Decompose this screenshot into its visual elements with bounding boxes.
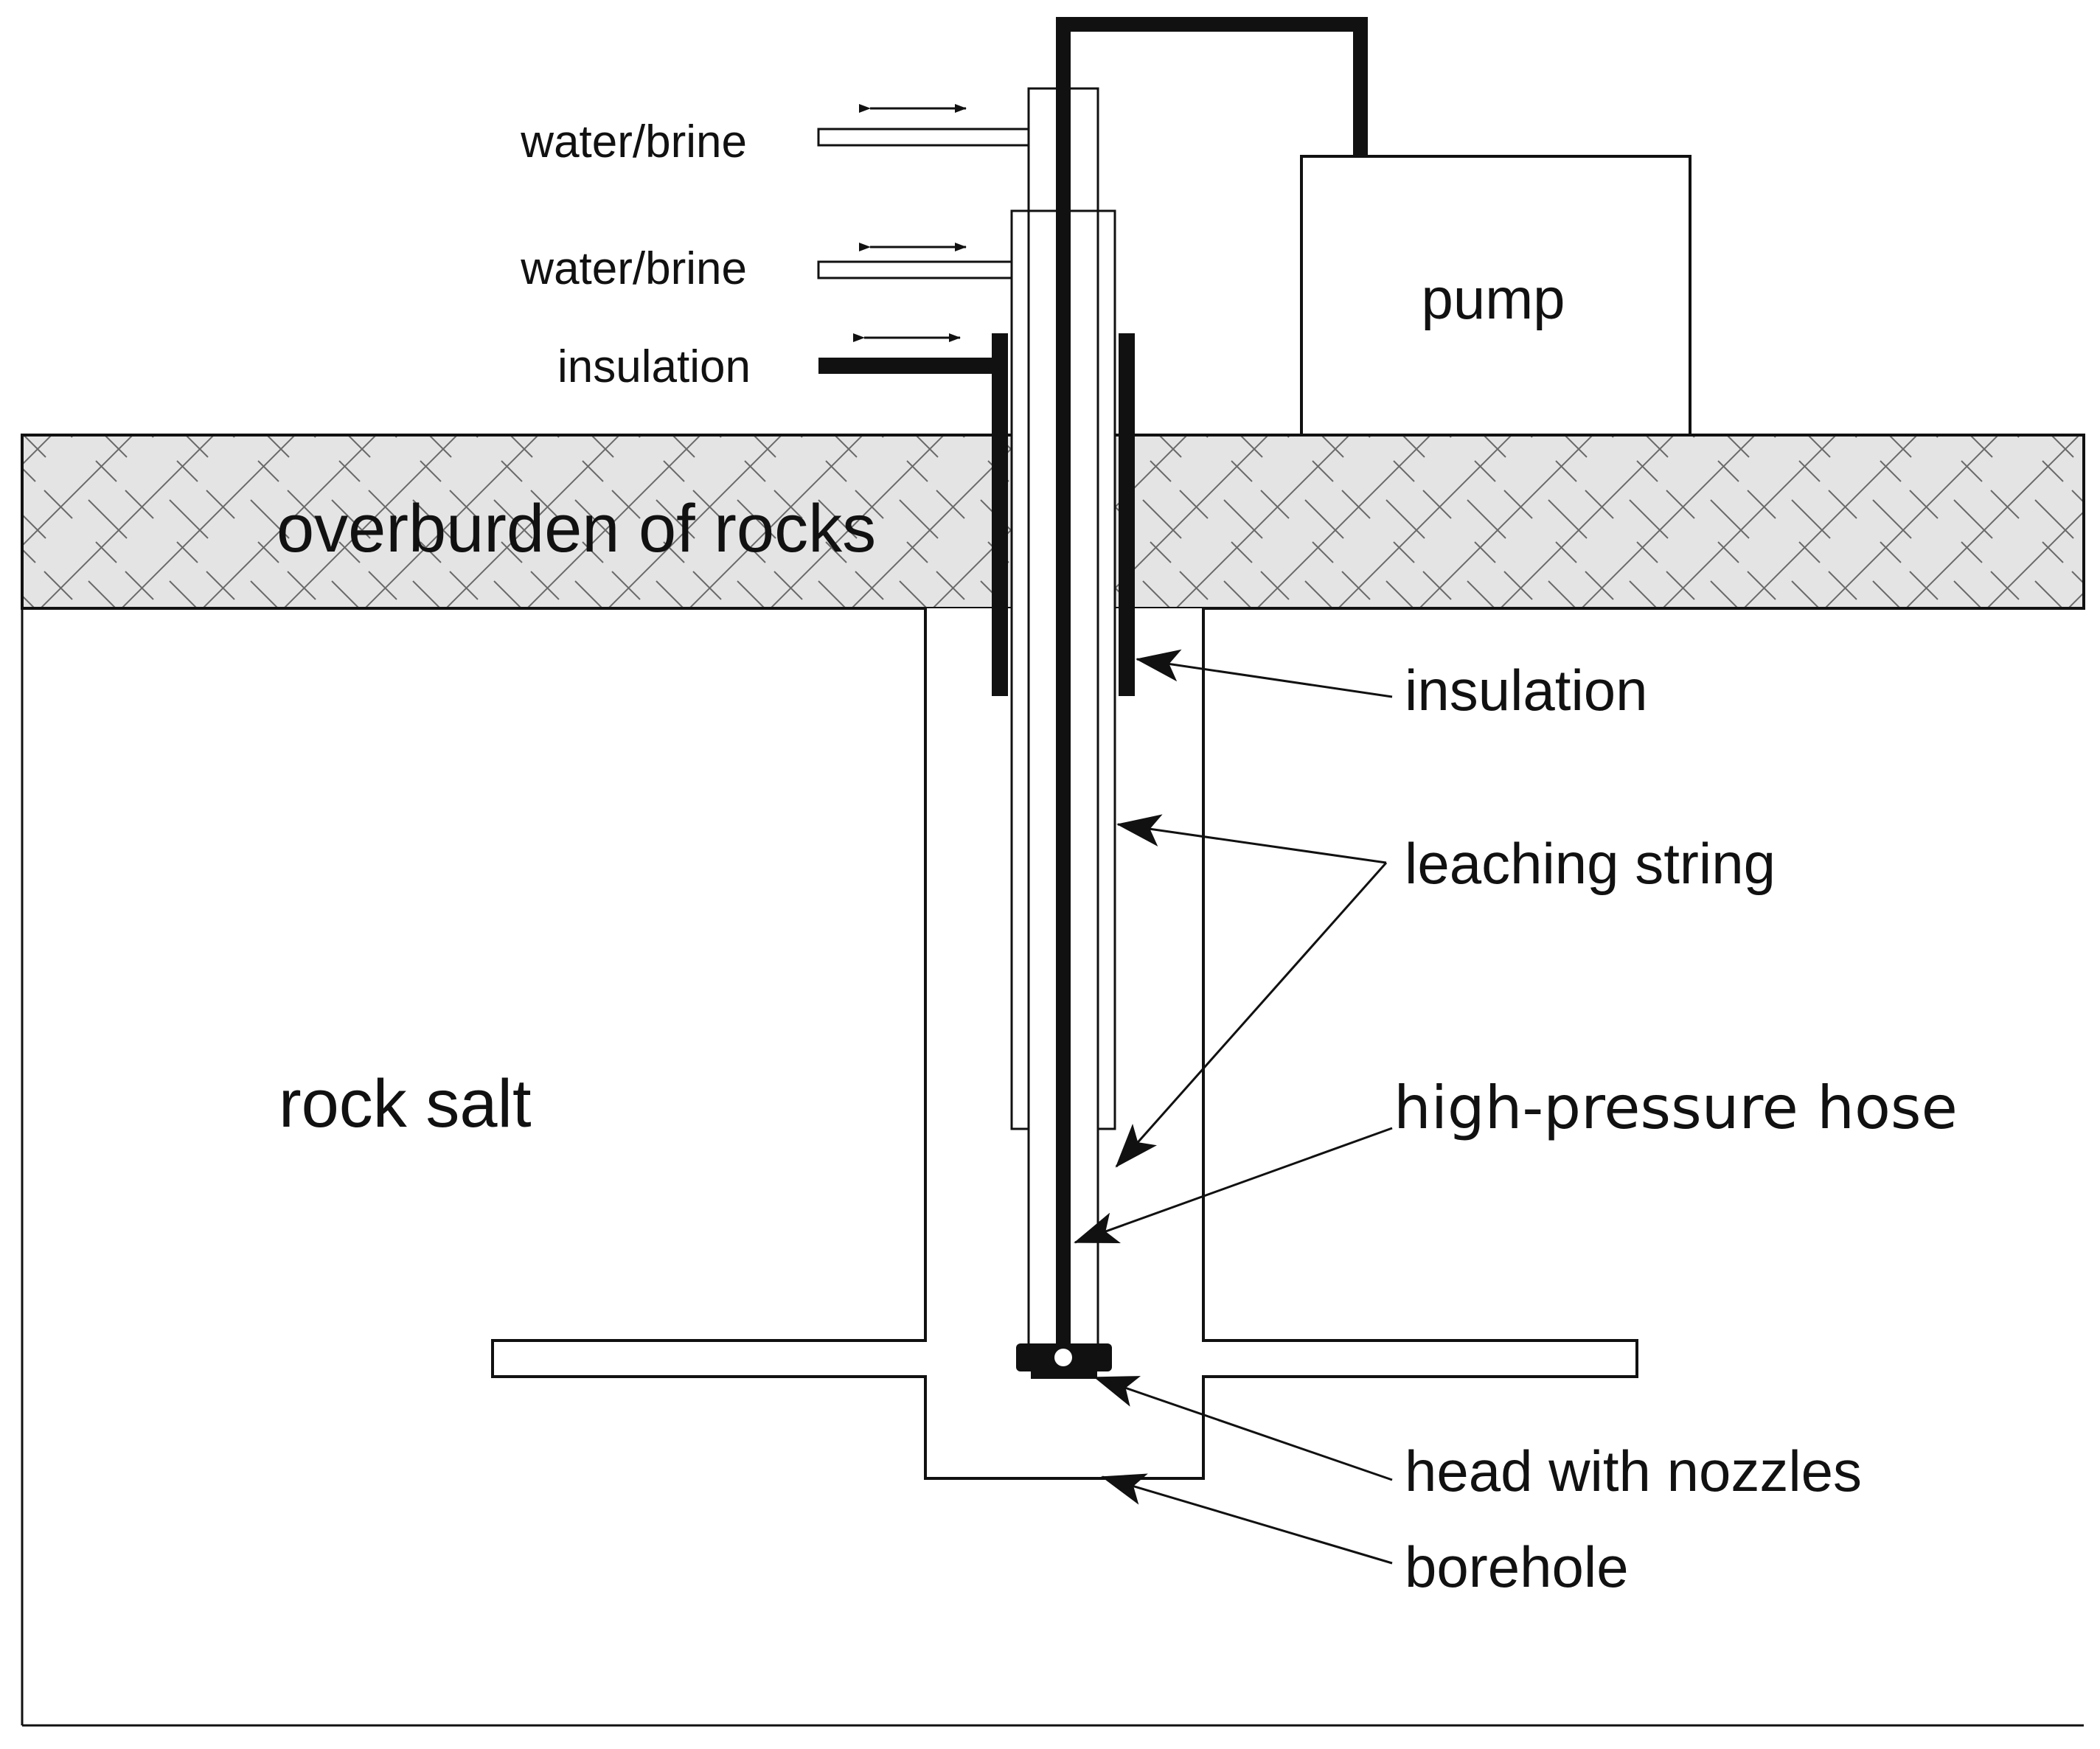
callout-arrows (1074, 649, 1393, 1565)
arrow-leaching-string-upper (1116, 814, 1387, 864)
label-water-brine-mid: water/brine (520, 243, 747, 294)
diagram-frame (21, 435, 2084, 1727)
label-insulation-callout: insulation (1405, 658, 1648, 723)
label-borehole: borehole (1405, 1534, 1629, 1599)
label-head-with-nozzles: head with nozzles (1405, 1439, 1862, 1503)
label-leaching-string: leaching string (1405, 831, 1776, 896)
water-brine-pipe-mid (817, 260, 1013, 279)
insulation-right-bar (1119, 333, 1135, 696)
arrow-head-with-nozzles (1094, 1376, 1393, 1481)
label-insulation-top: insulation (557, 341, 751, 392)
arrow-high-pressure-hose (1074, 1127, 1393, 1244)
arrow-borehole (1101, 1473, 1393, 1565)
nozzle-head (1016, 1343, 1112, 1379)
insulation-connector (818, 358, 995, 374)
water-brine-pipe-top (817, 128, 1030, 147)
label-water-brine-top: water/brine (520, 117, 747, 167)
arrow-insulation (1136, 649, 1393, 698)
high-pressure-hose (1056, 17, 1368, 1357)
label-pump: pump (1421, 266, 1565, 331)
arrow-leaching-string-lower (1115, 862, 1388, 1168)
label-overburden: overburden of rocks (277, 491, 876, 566)
pump-box (1300, 155, 1692, 437)
label-rock-salt: rock salt (279, 1066, 532, 1141)
label-high-pressure-hose: high-pressure hose (1394, 1074, 1958, 1142)
insulation-left-bar (992, 333, 1008, 696)
